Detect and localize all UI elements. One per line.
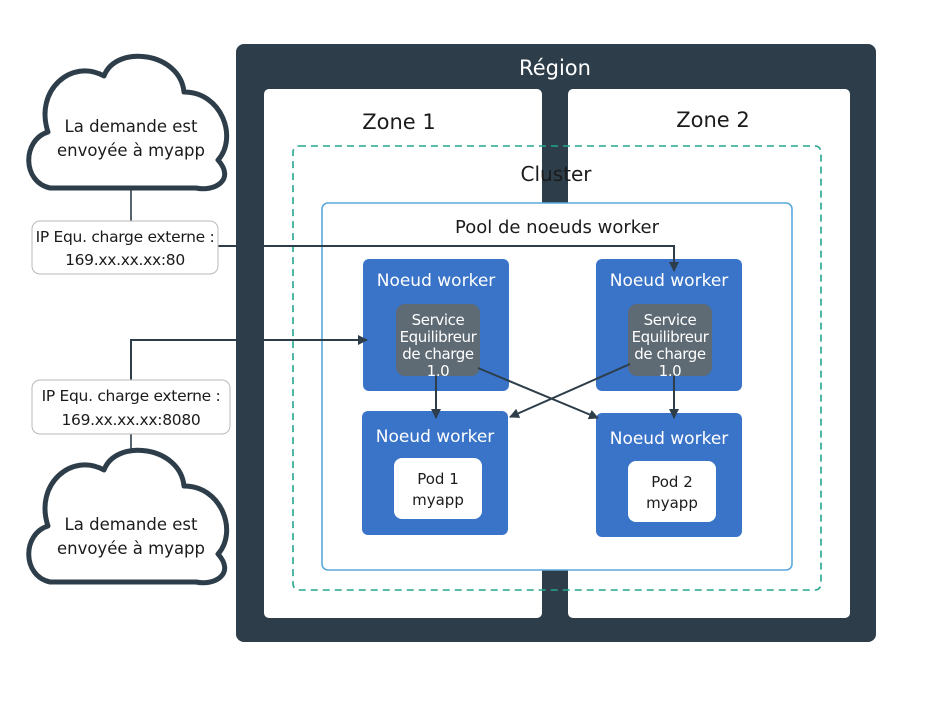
cloud-request-1: La demande est envoyée à myapp xyxy=(26,53,230,192)
cloud-2-line-2: envoyée à myapp xyxy=(57,539,205,558)
arrow-service-2-to-pod-1 xyxy=(509,363,631,418)
cloud-1-line-1: La demande est xyxy=(65,117,198,136)
ip-box-2-label: IP Equ. charge externe : xyxy=(42,387,221,405)
zone-2-label: Zone 2 xyxy=(676,108,750,132)
worker-node-4: Noeud worker Pod 2 myapp xyxy=(596,413,742,537)
load-balancer-service-1 xyxy=(396,304,480,376)
worker-node-2-label: Noeud worker xyxy=(610,271,729,291)
pod-1 xyxy=(394,458,482,519)
service-1-line-1: Service xyxy=(412,311,465,329)
service-1-line-2: Equilibreur xyxy=(400,328,478,346)
worker-node-1-label: Noeud worker xyxy=(377,271,496,291)
service-2-line-3: de charge xyxy=(634,345,706,363)
cloud-1-shape xyxy=(26,53,230,192)
worker-node-1: Noeud worker Service Equilibreur de char… xyxy=(363,259,509,391)
cluster-label: Cluster xyxy=(521,162,593,186)
arrow-ip-2-to-worker-1 xyxy=(130,335,368,380)
cloud-2-line-1: La demande est xyxy=(65,515,198,534)
external-ip-box-1: IP Equ. charge externe : 169.xx.xx.xx:80 xyxy=(31,220,219,275)
external-ip-box-2: IP Equ. charge externe : 169.xx.xx.xx:80… xyxy=(31,379,231,435)
service-2-line-4: 1.0 xyxy=(659,362,682,380)
worker-node-4-label: Noeud worker xyxy=(610,429,729,449)
worker-node-3: Noeud worker Pod 1 myapp xyxy=(362,411,508,535)
load-balancer-service-2 xyxy=(628,304,712,376)
pod-2-line-2: myapp xyxy=(646,494,698,512)
pod-1-line-1: Pod 1 xyxy=(417,470,459,488)
arrow-service-1-to-pod-2 xyxy=(477,367,599,420)
arrow-ip-1-to-worker-2 xyxy=(218,245,679,272)
cloud-request-2: La demande est envoyée à myapp xyxy=(26,447,230,586)
worker-node-2: Noeud worker Service Equilibreur de char… xyxy=(596,259,742,391)
cloud-1-line-2: envoyée à myapp xyxy=(57,141,205,160)
region-label: Région xyxy=(519,56,591,80)
service-1-line-4: 1.0 xyxy=(427,362,450,380)
service-2-line-2: Equilibreur xyxy=(632,328,710,346)
ip-box-1-frame xyxy=(31,220,219,275)
worker-node-3-label: Noeud worker xyxy=(376,427,495,447)
ip-box-2-address: 169.xx.xx.xx:8080 xyxy=(62,411,201,429)
cluster-container xyxy=(292,145,822,591)
pod-2-line-1: Pod 2 xyxy=(651,473,693,491)
ip-box-1-address: 169.xx.xx.xx:80 xyxy=(65,251,185,269)
cloud-2-shape xyxy=(26,447,230,586)
service-2-line-1: Service xyxy=(644,311,697,329)
worker-pool-label: Pool de noeuds worker xyxy=(455,217,660,238)
pod-2 xyxy=(628,461,716,522)
pod-1-line-2: myapp xyxy=(412,491,464,509)
ip-box-2-frame xyxy=(31,379,231,435)
ip-box-1-label: IP Equ. charge externe : xyxy=(36,228,215,246)
zone-1-label: Zone 1 xyxy=(362,110,436,134)
service-1-line-3: de charge xyxy=(402,345,474,363)
